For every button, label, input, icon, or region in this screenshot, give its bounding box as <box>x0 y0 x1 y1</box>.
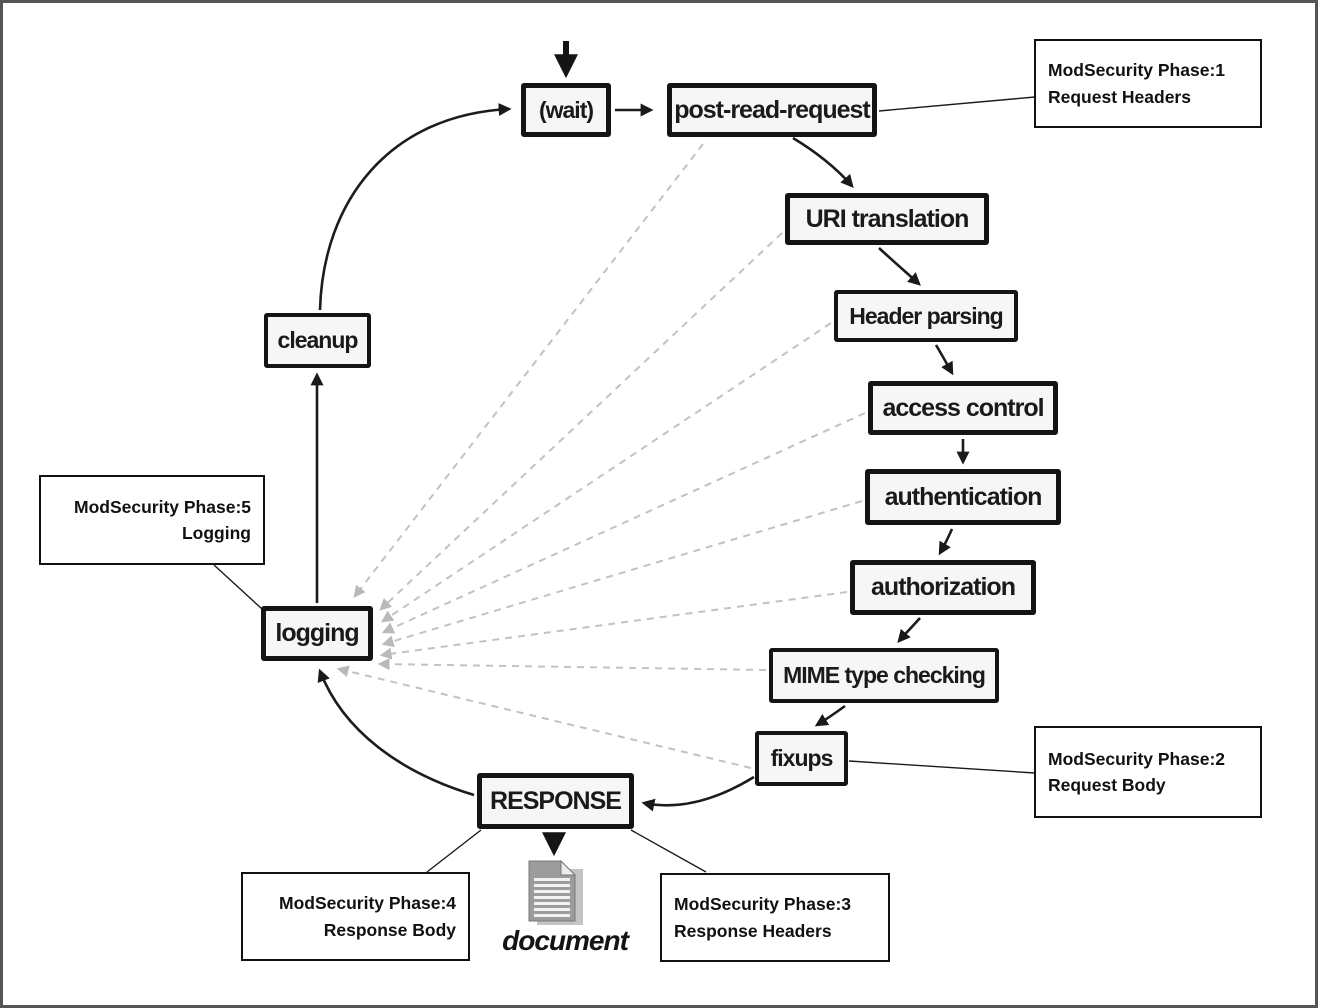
callout-phase4-line2: Response Body <box>323 919 456 940</box>
node-uri-translation: URI translation <box>785 193 989 245</box>
node-post-read-request-label: post-read-request <box>674 95 871 124</box>
node-response-label: RESPONSE <box>490 786 622 815</box>
callout-phase5-line1: ModSecurity Phase:5 <box>74 496 251 517</box>
callout-phase1: ModSecurity Phase:1 Request Headers <box>1034 39 1262 128</box>
callout-phase3-line2: Response Headers <box>674 920 832 941</box>
node-mime-type-checking: MIME type checking <box>769 648 999 703</box>
callout-phase3: ModSecurity Phase:3 Response Headers <box>660 873 890 962</box>
node-access-control: access control <box>868 381 1058 435</box>
node-authentication-label: authentication <box>884 482 1043 511</box>
node-mime-type-checking-label: MIME type checking <box>783 662 986 688</box>
node-fixups-label: fixups <box>770 745 834 771</box>
node-wait: (wait) <box>521 83 611 137</box>
callout-phase5: ModSecurity Phase:5 Logging <box>39 475 265 565</box>
callout-phase1-line1: ModSecurity Phase:1 <box>1048 60 1225 81</box>
callout-phase3-line1: ModSecurity Phase:3 <box>674 894 851 915</box>
node-response: RESPONSE <box>477 773 634 829</box>
document-icon <box>528 859 583 925</box>
callout-phase5-line2: Logging <box>181 523 251 543</box>
node-access-control-label: access control <box>882 393 1044 422</box>
node-header-parsing-label: Header parsing <box>849 302 1003 329</box>
callout-phase2-line1: ModSecurity Phase:2 <box>1048 748 1225 769</box>
dashed-logging-arrows <box>336 143 866 769</box>
node-uri-translation-label: URI translation <box>805 204 970 233</box>
callout-phase4: ModSecurity Phase:4 Response Body <box>241 872 470 961</box>
callout-phase1-line2: Request Headers <box>1048 86 1191 107</box>
callout-phase2: ModSecurity Phase:2 Request Body <box>1034 726 1262 818</box>
document-label: document <box>502 925 629 956</box>
node-post-read-request: post-read-request <box>667 83 877 137</box>
node-cleanup-label: cleanup <box>277 327 359 353</box>
node-header-parsing: Header parsing <box>834 290 1018 342</box>
node-authorization-label: authorization <box>871 573 1016 601</box>
node-logging: logging <box>261 606 373 661</box>
node-cleanup: cleanup <box>264 313 371 368</box>
callout-phase4-line1: ModSecurity Phase:4 <box>279 893 456 914</box>
node-logging-label: logging <box>275 619 359 647</box>
node-authentication: authentication <box>865 469 1061 525</box>
flow-arrows <box>310 41 970 857</box>
callout-lines <box>213 96 1036 873</box>
node-authorization: authorization <box>850 560 1036 615</box>
callout-phase2-line2: Request Body <box>1048 775 1166 795</box>
node-wait-label: (wait) <box>538 96 594 123</box>
connector-lines <box>213 41 1036 873</box>
node-fixups: fixups <box>755 731 848 786</box>
